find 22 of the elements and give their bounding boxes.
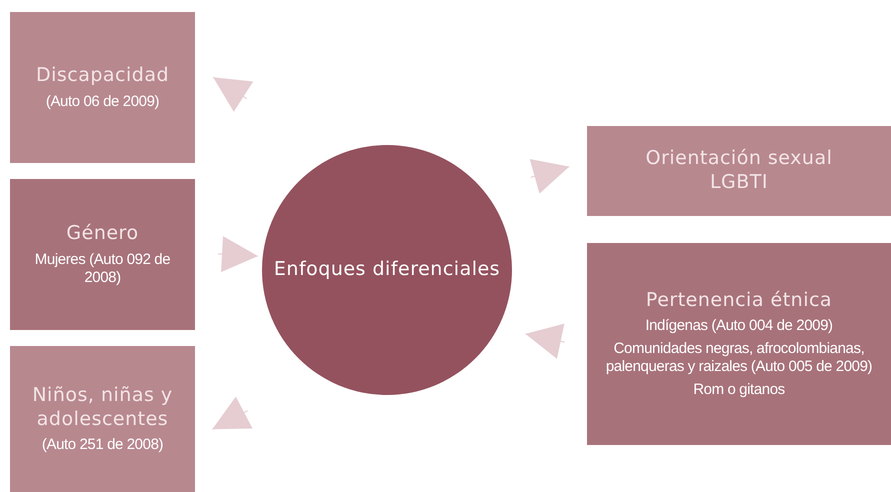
category-title: Género [66,222,139,246]
category-title: Discapacidad [36,64,170,88]
category-detail: Mujeres (Auto 092 de 2008) [34,250,172,287]
category-box [10,179,195,330]
arrow [218,236,258,272]
arrow [212,396,253,430]
category-detail: Rom o gitanos [693,381,785,400]
category-title: Pertenencia étnica [646,288,832,312]
category-detail: (Auto 251 de 2008) [42,436,164,454]
arrow [524,324,566,359]
category-box [10,346,195,492]
arrow [212,76,254,112]
category-title: Enfoques diferenciales [274,258,500,282]
arrow [530,159,570,194]
category-box [587,126,891,216]
category-box [10,12,195,163]
category-detail: Comunidades negras, afrocolombianas, palenqueras y raizales (Auto 005 de 2009) [604,340,874,376]
category-detail: (Auto 06 de 2009) [46,92,160,111]
category-title: Niños, niñas y adolescentes [31,384,174,432]
category-detail: Indígenas (Auto 004 de 2009) [645,317,833,336]
category-box [587,243,891,445]
category-title: Orientación sexual LGBTI [644,147,834,195]
